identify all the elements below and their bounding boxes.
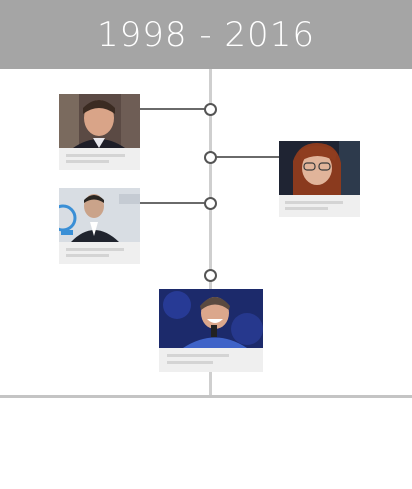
card-1-caption-line-2 xyxy=(66,160,109,163)
card-2-caption-line-2 xyxy=(285,207,328,210)
connector-1 xyxy=(140,108,205,110)
timeline-header: 1998 - 2016 xyxy=(0,0,412,69)
card-2-caption-line-1 xyxy=(285,201,343,204)
timeline-node-3[interactable] xyxy=(204,197,217,210)
connector-3 xyxy=(140,202,205,204)
card-1-caption-line-1 xyxy=(66,154,125,157)
card-2-photo[interactable] xyxy=(279,141,360,195)
card-4-caption-line-1 xyxy=(167,354,229,357)
timeline-node-2[interactable] xyxy=(204,151,217,164)
timeline-card-3[interactable] xyxy=(59,188,140,264)
card-1-photo[interactable] xyxy=(59,94,140,148)
timeline-card-4[interactable] xyxy=(159,289,263,372)
card-4-photo[interactable] xyxy=(159,289,263,348)
card-3-photo[interactable] xyxy=(59,188,140,242)
timeline-spine xyxy=(209,69,212,395)
connector-2 xyxy=(216,156,280,158)
timeline-card-2[interactable] xyxy=(279,141,360,217)
card-3-caption-line-2 xyxy=(66,254,109,257)
timeline-node-4[interactable] xyxy=(204,269,217,282)
card-3-caption-line-1 xyxy=(66,248,124,251)
card-4-caption-line-2 xyxy=(167,361,213,364)
timeline-title: 1998 - 2016 xyxy=(97,14,315,55)
timeline-card-1[interactable] xyxy=(59,94,140,170)
timeline-baseline xyxy=(0,395,412,398)
timeline-node-1[interactable] xyxy=(204,103,217,116)
